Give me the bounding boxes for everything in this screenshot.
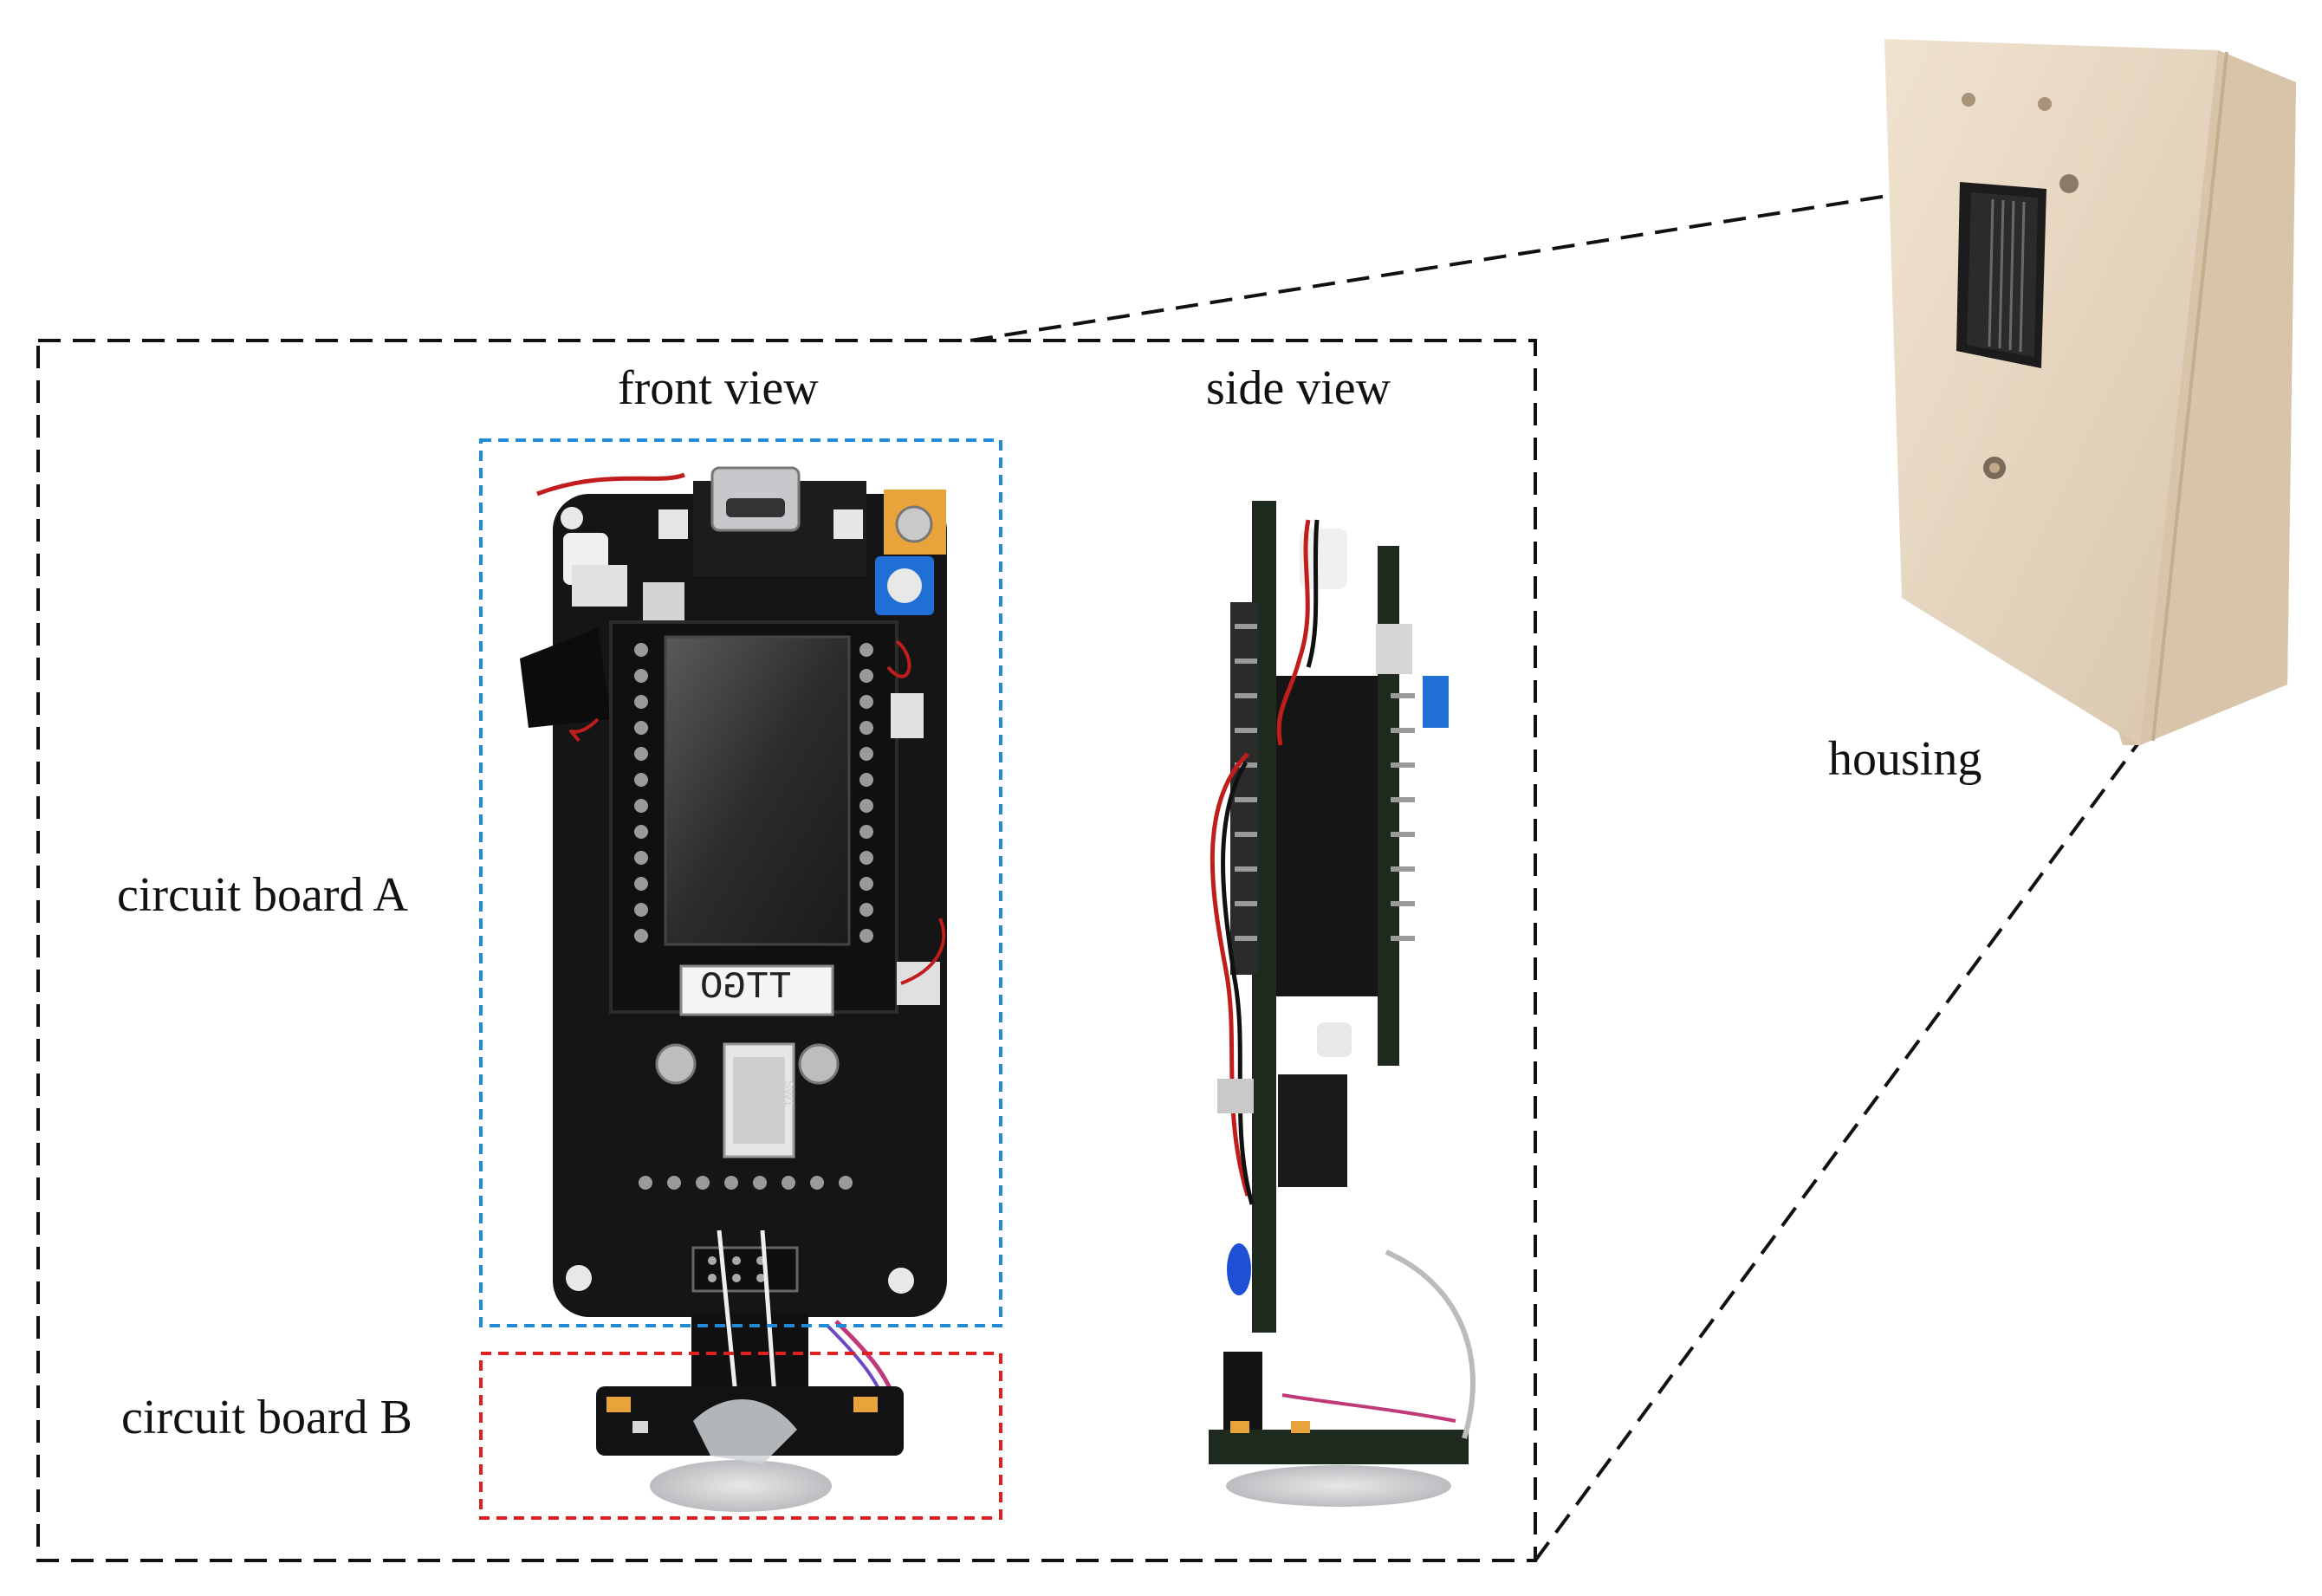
ttgo-display-text: TTGO xyxy=(700,966,792,1009)
switch-marking: SW1 xyxy=(782,1080,797,1107)
side-pcb-b xyxy=(1209,1430,1469,1464)
sensor-disc xyxy=(650,1460,832,1512)
detail-frame xyxy=(36,339,1537,1562)
side-view-label: side view xyxy=(1206,361,1391,415)
front-view-label: front view xyxy=(618,361,819,415)
connector-line-bottom xyxy=(1534,739,2142,1562)
housing-photo xyxy=(1884,39,2296,745)
circuit-board-b-label: circuit board B xyxy=(121,1391,412,1444)
housing-label: housing xyxy=(1828,732,1982,786)
board-b-highlight-box xyxy=(479,1352,1002,1520)
lcd-screen xyxy=(664,635,851,946)
circuit-board-a-label: circuit board A xyxy=(117,868,408,922)
side-module xyxy=(1276,676,1389,996)
front-view-board-a xyxy=(520,466,947,1317)
front-view-board-b xyxy=(596,1386,904,1512)
side-view-assembly xyxy=(1209,501,1476,1507)
board-a-highlight-box xyxy=(479,438,1002,1327)
connector-line-top xyxy=(970,193,1894,342)
